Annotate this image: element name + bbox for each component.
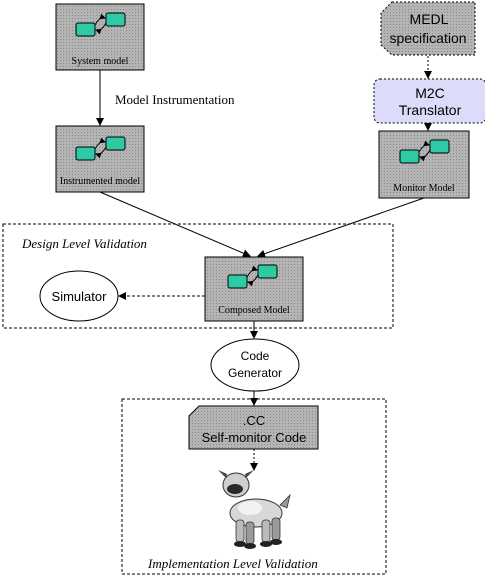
m2c-translator-line2: Translator <box>399 102 462 118</box>
edges: Model Instrumentation <box>96 56 432 471</box>
m2c-translator-node: M2C Translator <box>373 78 485 124</box>
composed-model-label: Composed Model <box>218 305 290 316</box>
code-generator-line2: Generator <box>228 366 282 380</box>
design-validation-region: Design Level Validation <box>2 223 394 329</box>
monitor-model-label: Monitor Model <box>393 183 455 194</box>
code-generator-line1: Code <box>241 349 270 363</box>
edge-instrumented-to-composed <box>99 191 251 257</box>
edge-monitor-to-composed <box>257 197 425 258</box>
cc-code-line1: .CC <box>243 413 265 428</box>
system-model-node: System model <box>55 3 145 71</box>
medl-spec-line1: MEDL <box>410 11 449 27</box>
system-model-label: System model <box>72 56 129 67</box>
code-generator-node: Code Generator <box>210 338 300 392</box>
instrumented-model-node: Instrumented model <box>55 125 145 193</box>
robot-dog-icon <box>218 470 291 549</box>
design-validation-label: Design Level Validation <box>21 236 147 251</box>
implementation-validation-label: Implementation Level Validation <box>147 556 318 571</box>
model-instrumentation-label: Model Instrumentation <box>115 92 235 107</box>
composed-model-node: Composed Model <box>204 256 304 322</box>
simulator-node: Simulator <box>39 270 119 322</box>
m2c-translator-line1: M2C <box>415 85 445 101</box>
medl-spec-line2: specification <box>389 30 466 46</box>
simulator-label: Simulator <box>52 289 108 304</box>
instrumented-model-label: Instrumented model <box>60 176 140 187</box>
cc-code-line2: Self-monitor Code <box>202 430 307 445</box>
monitor-model-node: Monitor Model <box>378 130 470 199</box>
cc-code-node: .CC Self-monitor Code <box>188 405 319 450</box>
medl-spec-node: MEDL specification <box>380 1 476 56</box>
